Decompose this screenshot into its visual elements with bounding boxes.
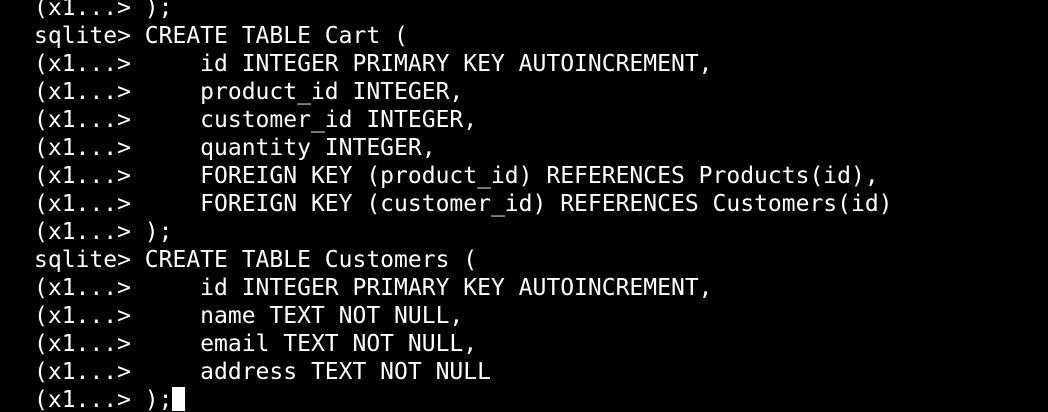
terminal-line: (x1...> customer_id INTEGER, bbox=[34, 107, 478, 133]
terminal-line: (x1...> address TEXT NOT NULL bbox=[34, 359, 491, 385]
terminal-line-text: (x1...> ); bbox=[34, 387, 173, 412]
terminal-line: (x1...> ); bbox=[34, 219, 173, 245]
terminal-line: (x1...> product_id INTEGER, bbox=[34, 79, 464, 105]
terminal-line: (x1...> ); bbox=[34, 0, 173, 21]
terminal-line: (x1...> FOREIGN KEY (product_id) REFEREN… bbox=[34, 163, 879, 189]
terminal-line: (x1...> id INTEGER PRIMARY KEY AUTOINCRE… bbox=[34, 275, 713, 301]
terminal-line: (x1...> email TEXT NOT NULL, bbox=[34, 331, 478, 357]
text-cursor bbox=[172, 387, 186, 411]
terminal-line: (x1...> name TEXT NOT NULL, bbox=[34, 303, 464, 329]
terminal-line: (x1...> quantity INTEGER, bbox=[34, 135, 436, 161]
terminal-line: (x1...> id INTEGER PRIMARY KEY AUTOINCRE… bbox=[34, 51, 713, 77]
terminal-line: sqlite> CREATE TABLE Cart ( bbox=[34, 23, 408, 49]
terminal-prompt-line[interactable]: (x1...> ); bbox=[34, 386, 1048, 412]
terminal-line: sqlite> CREATE TABLE Customers ( bbox=[34, 247, 478, 273]
terminal-line: (x1...> FOREIGN KEY (customer_id) REFERE… bbox=[34, 191, 893, 217]
